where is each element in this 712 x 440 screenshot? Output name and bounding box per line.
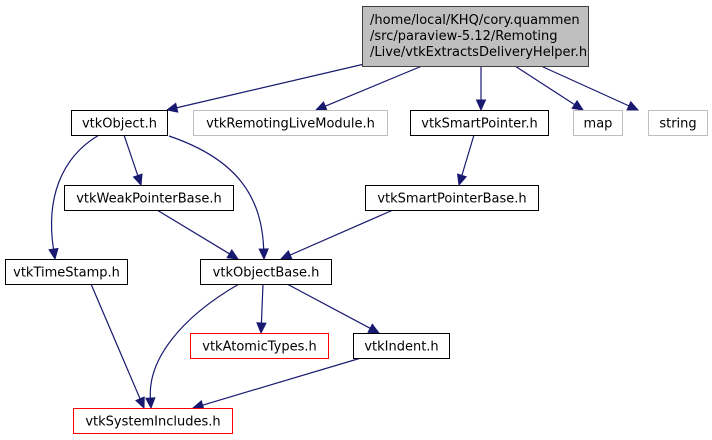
nodes-layer: /home/local/KHQ/cory.quammen/src/paravie… bbox=[5, 6, 708, 434]
arrowhead-icon bbox=[367, 323, 381, 334]
edge-line bbox=[90, 283, 141, 400]
arrowhead-icon bbox=[165, 102, 179, 113]
edge-line bbox=[289, 209, 394, 256]
node-vtkTimeStamp[interactable]: vtkTimeStamp.h bbox=[5, 259, 128, 285]
node-label: vtkIndent.h bbox=[364, 340, 438, 355]
edges-layer bbox=[48, 61, 640, 411]
node-box bbox=[73, 408, 233, 434]
edge-vtkTimeStamp-to-vtkSystemIncludes bbox=[90, 283, 145, 410]
arrowhead-icon bbox=[135, 396, 145, 410]
node-label: vtkObjectBase.h bbox=[213, 266, 320, 281]
edge-root-to-vtkObject bbox=[165, 61, 374, 113]
arrowhead-icon bbox=[132, 173, 143, 187]
node-label: vtkSmartPointer.h bbox=[421, 117, 537, 132]
arrowhead-icon bbox=[258, 248, 269, 261]
node-vtkObjectBase[interactable]: vtkObjectBase.h bbox=[200, 259, 332, 285]
edge-vtkSmartPointer-to-vtkSmartPointerBase bbox=[456, 134, 475, 187]
node-box bbox=[5, 259, 128, 285]
arrowhead-icon bbox=[475, 99, 487, 112]
arrowhead-icon bbox=[314, 101, 328, 111]
node-vtkWeakPointerBase[interactable]: vtkWeakPointerBase.h bbox=[64, 185, 234, 211]
arrowhead-icon bbox=[279, 249, 293, 260]
node-label: /home/local/KHQ/cory.quammen bbox=[370, 13, 580, 28]
node-label: map bbox=[584, 117, 613, 132]
edge-line bbox=[168, 135, 265, 250]
edge-line bbox=[176, 61, 374, 109]
arrowhead-icon bbox=[226, 249, 240, 260]
edge-vtkObject-to-vtkObjectBase bbox=[168, 135, 269, 261]
edge-line bbox=[149, 283, 240, 399]
edge-root-to-map bbox=[514, 65, 585, 111]
node-vtkAtomicTypes: vtkAtomicTypes.h bbox=[190, 333, 329, 359]
node-vtkRemotingLiveModule: vtkRemotingLiveModule.h bbox=[193, 110, 388, 136]
edge-line bbox=[123, 134, 139, 176]
edge-line bbox=[286, 283, 371, 329]
node-vtkObject[interactable]: vtkObject.h bbox=[71, 110, 168, 136]
node-box bbox=[362, 6, 589, 67]
edge-root-to-vtkRemotingLiveModule bbox=[314, 65, 423, 111]
node-box bbox=[64, 185, 234, 211]
arrowhead-icon bbox=[145, 397, 156, 410]
node-box bbox=[573, 110, 623, 136]
edge-line bbox=[540, 65, 630, 107]
edge-vtkIndent-to-vtkSystemIncludes bbox=[191, 357, 362, 411]
edge-line bbox=[50, 134, 100, 250]
node-label: vtkAtomicTypes.h bbox=[202, 340, 316, 355]
edge-line bbox=[514, 65, 575, 106]
arrowhead-icon bbox=[48, 247, 59, 261]
edge-line bbox=[260, 283, 264, 324]
edge-vtkObjectBase-to-vtkSystemIncludes bbox=[145, 283, 240, 410]
edge-vtkObject-to-vtkTimeStamp bbox=[48, 134, 100, 261]
edge-vtkObjectBase-to-vtkAtomicTypes bbox=[256, 283, 267, 335]
node-label: vtkRemotingLiveModule.h bbox=[206, 117, 375, 132]
node-box bbox=[190, 333, 329, 359]
node-vtkSmartPointerBase[interactable]: vtkSmartPointerBase.h bbox=[365, 185, 539, 211]
node-box bbox=[200, 259, 332, 285]
edge-line bbox=[461, 134, 475, 176]
node-box bbox=[71, 110, 168, 136]
node-root: /home/local/KHQ/cory.quammen/src/paravie… bbox=[362, 6, 589, 67]
node-label: vtkWeakPointerBase.h bbox=[76, 192, 222, 207]
arrowhead-icon bbox=[256, 322, 267, 335]
node-box bbox=[648, 110, 708, 136]
node-label: vtkSmartPointerBase.h bbox=[377, 192, 526, 207]
node-box bbox=[353, 333, 450, 359]
node-box bbox=[193, 110, 388, 136]
node-string: string bbox=[648, 110, 708, 136]
node-label: /Live/vtkExtractsDeliveryHelper.h bbox=[370, 45, 587, 60]
edge-vtkObject-to-vtkWeakPointerBase bbox=[123, 134, 143, 187]
edge-vtkWeakPointerBase-to-vtkObjectBase bbox=[156, 209, 240, 260]
edge-vtkObjectBase-to-vtkIndent bbox=[286, 283, 381, 334]
edge-line bbox=[325, 65, 423, 107]
edge-root-to-string bbox=[540, 65, 640, 111]
node-map: map bbox=[573, 110, 623, 136]
node-label: vtkSystemIncludes.h bbox=[85, 415, 220, 430]
arrowhead-icon bbox=[456, 173, 468, 187]
node-vtkIndent[interactable]: vtkIndent.h bbox=[353, 333, 450, 359]
edge-vtkSmartPointerBase-to-vtkObjectBase bbox=[279, 209, 394, 260]
node-vtkSystemIncludes: vtkSystemIncludes.h bbox=[73, 408, 233, 434]
node-vtkSmartPointer[interactable]: vtkSmartPointer.h bbox=[410, 110, 549, 136]
node-label: vtkObject.h bbox=[82, 117, 157, 132]
edge-line bbox=[202, 357, 362, 406]
node-label: /src/paraview-5.12/Remoting bbox=[370, 29, 557, 44]
edge-line bbox=[156, 209, 230, 255]
node-label: vtkTimeStamp.h bbox=[13, 266, 120, 281]
node-box bbox=[365, 185, 539, 211]
arrowhead-icon bbox=[571, 99, 585, 111]
node-box bbox=[410, 110, 549, 136]
node-label: string bbox=[659, 117, 696, 132]
arrowhead-icon bbox=[626, 100, 640, 111]
edge-root-to-vtkSmartPointer bbox=[475, 66, 487, 112]
